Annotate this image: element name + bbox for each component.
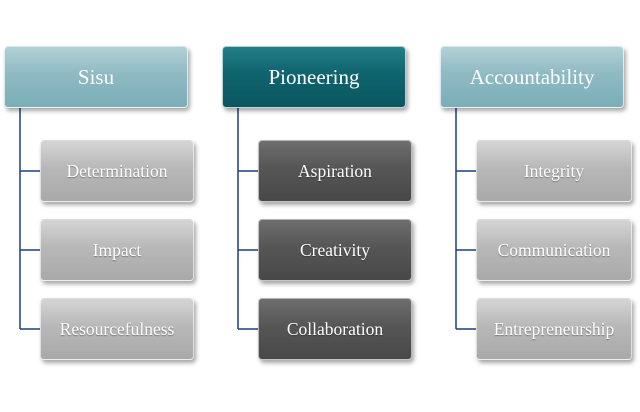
column-head-pioneering: Pioneering — [222, 46, 406, 108]
column-item-communication: Communication — [476, 219, 632, 281]
column-item-label: Creativity — [300, 239, 370, 260]
column-head-sisu: Sisu — [4, 46, 188, 108]
column-item-creativity: Creativity — [258, 219, 412, 281]
column-item-label: Aspiration — [298, 160, 372, 181]
column-item-determination: Determination — [40, 140, 194, 202]
column-item-impact: Impact — [40, 219, 194, 281]
column-head-accountability: Accountability — [440, 46, 624, 108]
column-item-label: Communication — [497, 239, 611, 260]
column-item-label: Integrity — [523, 160, 585, 181]
column-head-label: Accountability — [469, 64, 595, 89]
column-item-entrepreneurship: Entrepreneurship — [476, 298, 632, 360]
column-item-integrity: Integrity — [476, 140, 632, 202]
column-item-collaboration: Collaboration — [258, 298, 412, 360]
column-item-label: Impact — [92, 239, 142, 260]
column-head-label: Pioneering — [268, 64, 360, 89]
column-item-label: Collaboration — [286, 318, 384, 339]
column-item-label: Entrepreneurship — [493, 318, 615, 339]
column-item-aspiration: Aspiration — [258, 140, 412, 202]
column-item-label: Determination — [66, 160, 168, 181]
column-item-resourcefulness: Resourcefulness — [40, 298, 194, 360]
column-item-label: Resourcefulness — [59, 318, 175, 339]
column-head-label: Sisu — [77, 64, 115, 89]
